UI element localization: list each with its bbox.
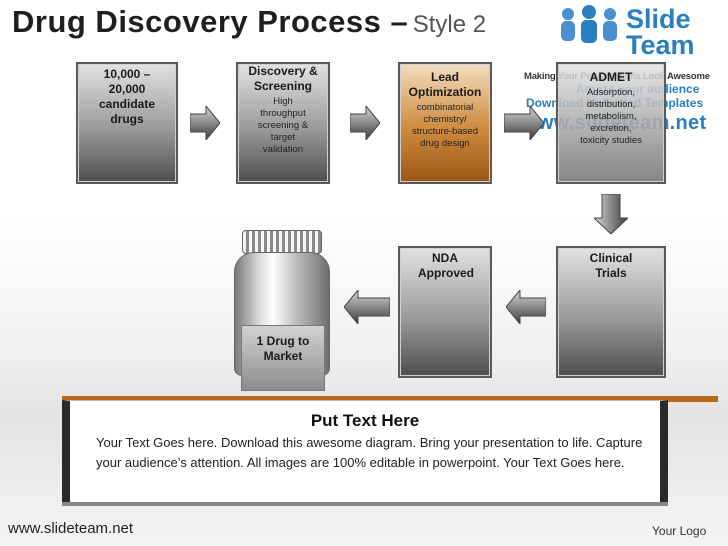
- arrow-right-icon: [190, 106, 220, 140]
- step-candidate-drugs: 10,000 – 20,000 candidate drugs: [76, 62, 178, 184]
- panel-shadow: [62, 502, 668, 506]
- step-nda-approved: NDA Approved: [398, 246, 492, 378]
- step-title: NDA Approved: [418, 251, 475, 280]
- step-lead-optimization: Lead Optimization combinatorial chemistr…: [398, 62, 492, 184]
- arrow-right-icon: [350, 106, 380, 140]
- step-admet: ADMET Adsorption, distribution, metaboli…: [556, 62, 666, 184]
- step-title: 10,000 – 20,000 candidate drugs: [98, 67, 155, 126]
- panel-accent-bar: [62, 396, 718, 402]
- people-icon: [561, 5, 617, 43]
- logo-brand-line1: Slide: [626, 4, 691, 34]
- panel-title: Put Text Here: [310, 411, 420, 430]
- bottle-label: 1 Drug to Market: [241, 325, 325, 391]
- step-title: 1 Drug to Market: [256, 334, 310, 363]
- step-title: Discovery & Screening: [248, 64, 318, 93]
- panel-text: Your Text Goes here. Download this aweso…: [96, 435, 643, 470]
- step-title: Clinical Trials: [589, 251, 633, 280]
- step-clinical-trials: Clinical Trials: [556, 246, 666, 378]
- bottle-cap: [242, 230, 322, 254]
- arrow-left-icon: [506, 290, 546, 324]
- page-title: Drug Discovery Process – Style 2: [12, 4, 486, 40]
- arrow-left-icon: [344, 290, 390, 324]
- arrow-right-icon: [504, 106, 544, 140]
- bottle-body: 1 Drug to Market: [234, 252, 330, 391]
- drug-bottle: 1 Drug to Market: [234, 230, 330, 391]
- arrow-down-icon: [594, 194, 628, 234]
- text-panel: Put Text Here Your Text Goes here. Downl…: [62, 400, 668, 504]
- footer-url[interactable]: www.slideteam.net: [8, 520, 134, 537]
- title-style: Style 2: [412, 11, 487, 38]
- step-title: Lead Optimization: [408, 70, 482, 99]
- step-detail: High throughput screening & target valid…: [257, 96, 309, 155]
- title-main: Drug Discovery Process –: [12, 4, 409, 39]
- step-title: ADMET: [589, 70, 633, 84]
- step-detail: Adsorption, distribution, metabolism, ex…: [580, 87, 642, 146]
- step-discovery-screening: Discovery & Screening High throughput sc…: [236, 62, 330, 184]
- logo-brand: Slide Team: [626, 4, 695, 60]
- logo-brand-line2: Team: [626, 30, 695, 60]
- footer-logo: Your Logo: [652, 524, 707, 538]
- step-detail: combinatorial chemistry/ structure-based…: [411, 102, 478, 149]
